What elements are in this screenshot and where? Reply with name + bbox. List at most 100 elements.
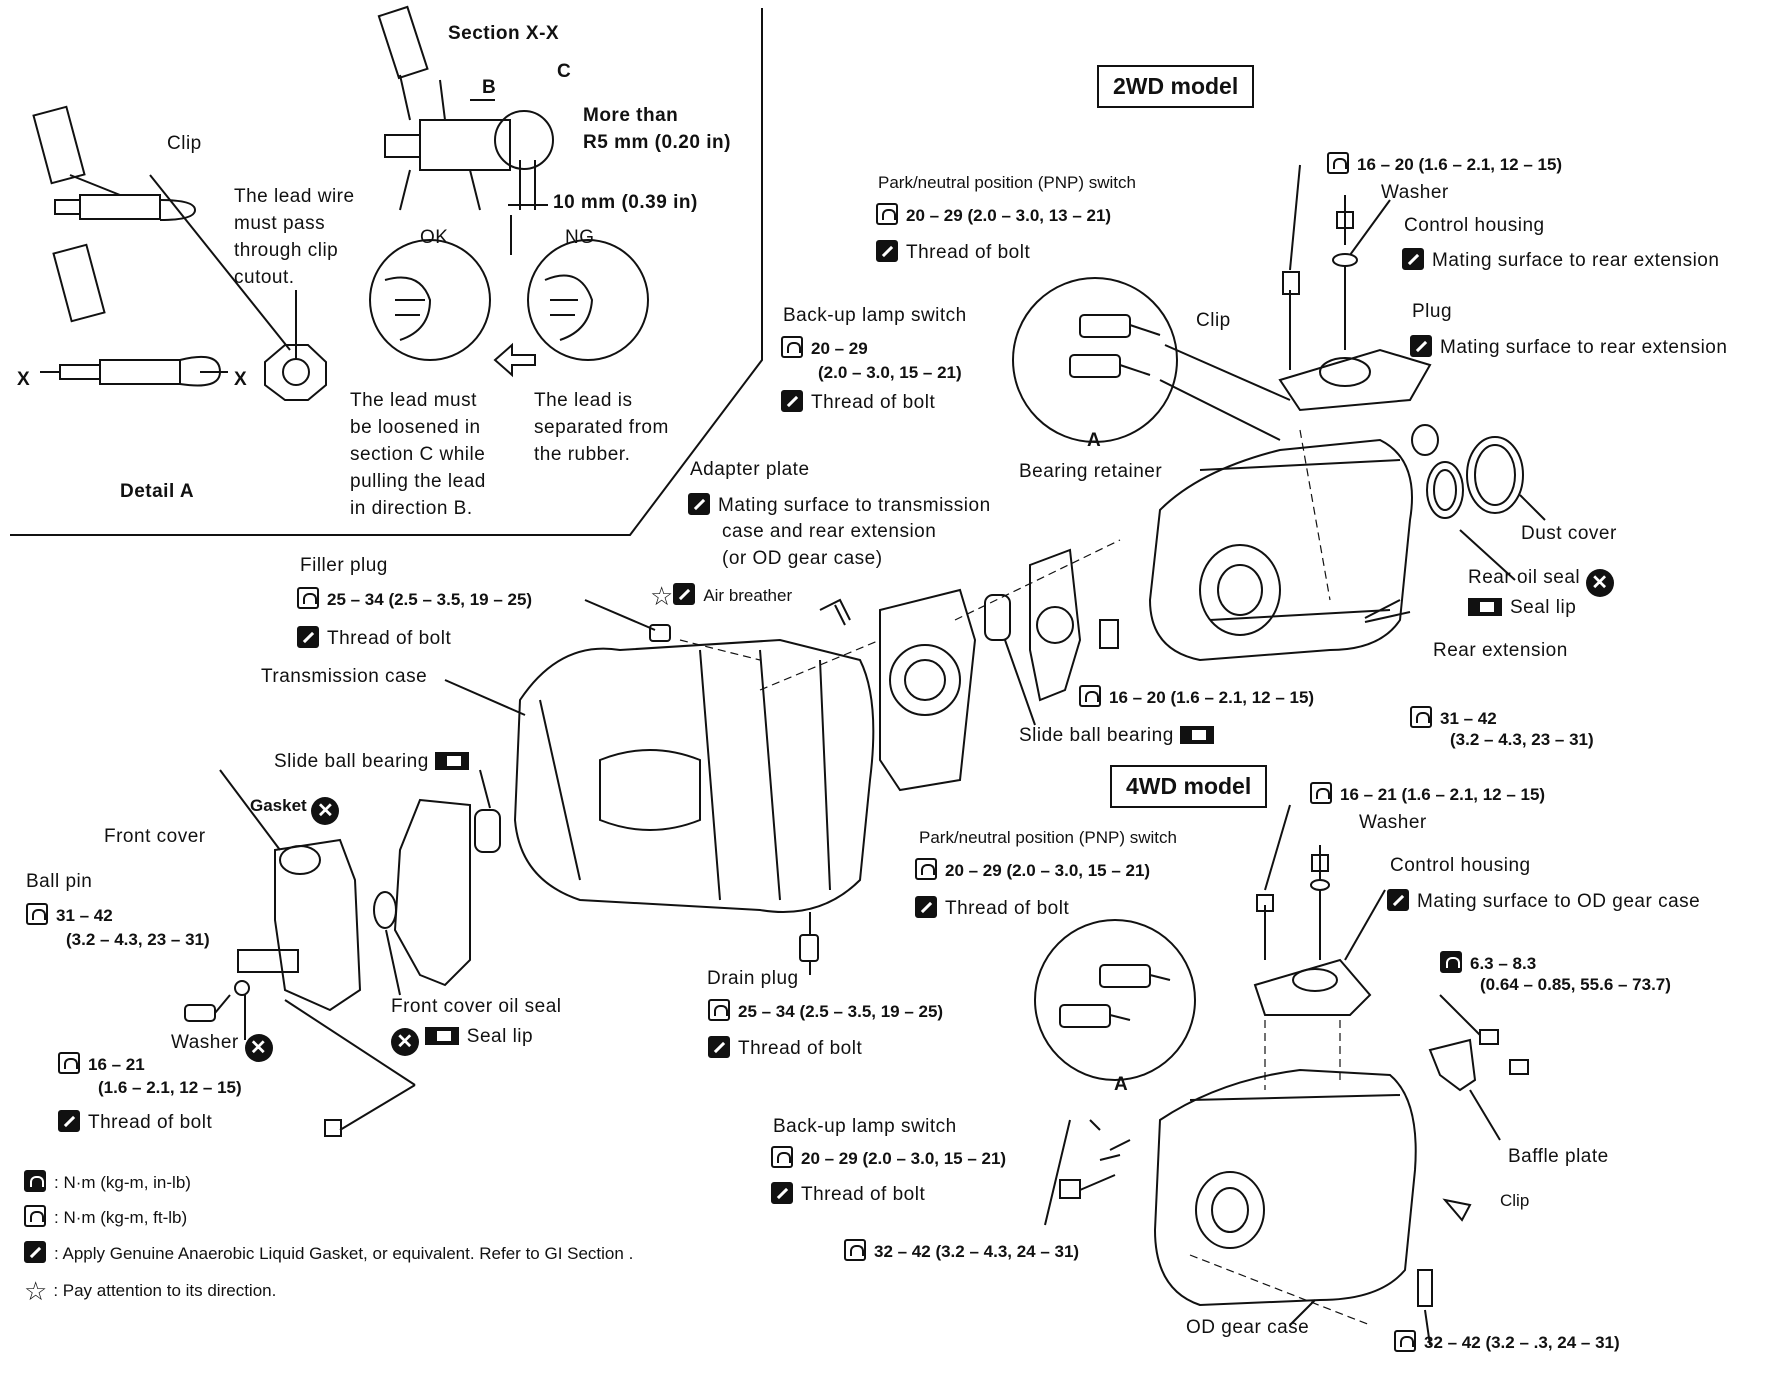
pnp-4wd-circle <box>1034 919 1196 1081</box>
transmission-case-label: Transmission case <box>261 666 428 687</box>
baffle-torque-value: 6.3 – 8.3 <box>1470 954 1537 973</box>
torque-ftlb-icon <box>297 587 319 609</box>
drain-thread: Thread of bolt <box>708 1036 862 1058</box>
backup-torque-2wd-line2: (2.0 – 3.0, 15 – 21) <box>818 363 962 382</box>
top-torque-2wd-value: 16 – 20 (1.6 – 2.1, 12 – 15) <box>1357 155 1563 174</box>
baffle-torque-line2: (0.64 – 0.85, 55.6 – 73.7) <box>1480 975 1671 994</box>
pnp-torque-2wd-value: 20 – 29 (2.0 – 3.0, 13 – 21) <box>906 206 1112 225</box>
backup-thread-2wd: Thread of bolt <box>781 390 935 412</box>
drain-torque-value: 25 – 34 (2.5 – 3.5, 19 – 25) <box>738 1002 944 1021</box>
liquid-gasket-icon <box>708 1036 730 1058</box>
slide-ball-bearing-2wd-label: Slide ball bearing <box>1019 726 1222 745</box>
ball-pin-torque-line2: (3.2 – 4.3, 23 – 31) <box>66 930 210 949</box>
adapter-note-line1: Mating surface to transmission <box>688 493 991 515</box>
filler-thread: Thread of bolt <box>297 626 451 648</box>
washer-main-text: Washer <box>171 1032 239 1053</box>
bearing-retainer <box>1029 548 1082 702</box>
backup-thread-2wd-text: Thread of bolt <box>811 392 936 413</box>
od-gear-case <box>1153 1068 1417 1307</box>
air-breather-label: ☆ Air breather <box>650 583 792 609</box>
front-cover <box>274 838 362 1012</box>
baffle-plate <box>1428 1038 1477 1092</box>
clip-label-detail: Clip <box>167 133 202 154</box>
legend-ftlb-text: : N·m (kg-m, ft-lb) <box>54 1208 188 1227</box>
torque-ftlb-icon <box>771 1146 793 1168</box>
radius-label: R5 mm (0.20 in) <box>583 132 731 153</box>
liquid-gasket-icon <box>297 626 319 648</box>
od-case-bolt <box>1417 1269 1433 1307</box>
torque-ftlb-icon <box>1310 782 1332 804</box>
liquid-gasket-icon <box>688 493 710 515</box>
adapter-plate-label: Adapter plate <box>690 459 810 480</box>
plug-mating-2wd: Mating surface to rear extension <box>1410 335 1727 357</box>
ng-circle <box>527 239 649 361</box>
ok-note-line1: The lead must <box>350 390 477 411</box>
washer-main-label: Washer ✕ <box>171 1033 273 1062</box>
pnp-switch-4wd <box>1059 964 1171 1028</box>
retainer-torque: 16 – 20 (1.6 – 2.1, 12 – 15) <box>1079 685 1314 707</box>
torque-ftlb-icon <box>708 999 730 1021</box>
pnp-torque-4wd-value: 20 – 29 (2.0 – 3.0, 15 – 21) <box>945 861 1151 880</box>
lead-note-line3: through clip <box>234 240 339 261</box>
control-housing-4wd <box>1253 958 1372 1016</box>
pnp-thread-4wd-text: Thread of bolt <box>945 898 1070 919</box>
front-washer <box>234 980 250 996</box>
direction-star-icon: ☆ <box>650 581 674 611</box>
front-seal-lip: ✕ Seal lip <box>391 1027 533 1056</box>
torque-ftlb-icon <box>1394 1330 1416 1352</box>
section-x-x-sketch <box>377 5 554 255</box>
control-housing-2wd-label: Control housing <box>1404 215 1545 236</box>
front-gasket <box>393 798 471 987</box>
pnp-switch-2wd-label: Park/neutral position (PNP) switch <box>878 173 1136 192</box>
drain-plug-label: Drain plug <box>707 968 799 989</box>
control-housing-4wd-label: Control housing <box>1390 855 1531 876</box>
torque-ftlb-icon <box>876 203 898 225</box>
x-left-label: X <box>17 369 31 390</box>
transmission-case <box>513 638 875 913</box>
bolt-torque: 16 – 21 <box>58 1052 145 1074</box>
air-breather-text: Air breather <box>703 586 793 605</box>
ball-pin-label: Ball pin <box>26 871 93 892</box>
ok-note-line5: in direction B. <box>350 498 473 519</box>
bottom-torque-4wd: 32 – 42 (3.2 – .3, 24 – 31) <box>1394 1330 1620 1352</box>
replace-icon: ✕ <box>244 1034 273 1062</box>
legend-star-text: : Pay attention to its direction. <box>53 1281 277 1300</box>
bolt-torque-value: 16 – 21 <box>88 1055 145 1074</box>
liquid-gasket-icon <box>781 390 803 412</box>
front-seal-lip-text: Seal lip <box>466 1026 534 1047</box>
torque-ftlb-icon <box>1327 152 1349 174</box>
slide-ball-bearing-main <box>474 809 501 853</box>
ok-note-line2: be loosened in <box>350 417 481 438</box>
more-than-label: More than <box>583 105 679 126</box>
backup-torque-4wd: 20 – 29 (2.0 – 3.0, 15 – 21) <box>771 1146 1006 1168</box>
legend-inlb-text: : N·m (kg-m, in-lb) <box>54 1173 191 1192</box>
clip-4wd-label: Clip <box>1500 1191 1530 1210</box>
liquid-gasket-icon <box>1402 248 1424 270</box>
backup-torque-2wd-value: 20 – 29 <box>811 339 868 358</box>
od-gear-case-label: OD gear case <box>1186 1317 1310 1338</box>
slide-ball-bearing-2wd <box>984 594 1011 641</box>
liquid-gasket-icon <box>58 1110 80 1132</box>
control-mating-4wd: Mating surface to OD gear case <box>1387 889 1700 911</box>
section-x-x-label: Section X-X <box>448 23 560 44</box>
liquid-gasket-icon <box>1387 889 1409 911</box>
pnp-torque-4wd: 20 – 29 (2.0 – 3.0, 15 – 21) <box>915 858 1150 880</box>
front-cover-oil-seal-label: Front cover oil seal <box>391 996 562 1017</box>
torque-ftlb-icon <box>1410 706 1432 728</box>
lead-note-line2: must pass <box>234 213 326 234</box>
dust-cover-2wd <box>1466 436 1524 514</box>
backup-thread-4wd: Thread of bolt <box>771 1182 925 1204</box>
adapter-note-line1-text: Mating surface to transmission <box>718 495 991 516</box>
rear-seal-lip: Seal lip <box>1468 598 1576 617</box>
rear-oil-seal-text: Rear oil seal <box>1468 567 1581 588</box>
liquid-gasket-icon <box>771 1182 793 1204</box>
x-right-label: X <box>234 369 248 390</box>
top-torque-4wd: 16 – 21 (1.6 – 2.1, 12 – 15) <box>1310 782 1545 804</box>
drain-thread-text: Thread of bolt <box>738 1038 863 1059</box>
detail-a-ref-4wd: A <box>1114 1074 1129 1095</box>
washer-2wd-label: Washer <box>1381 182 1449 203</box>
backup-switch-4wd-label: Back-up lamp switch <box>773 1116 957 1137</box>
replace-icon: ✕ <box>391 1028 419 1056</box>
detail-a-connector-lower <box>40 243 228 387</box>
